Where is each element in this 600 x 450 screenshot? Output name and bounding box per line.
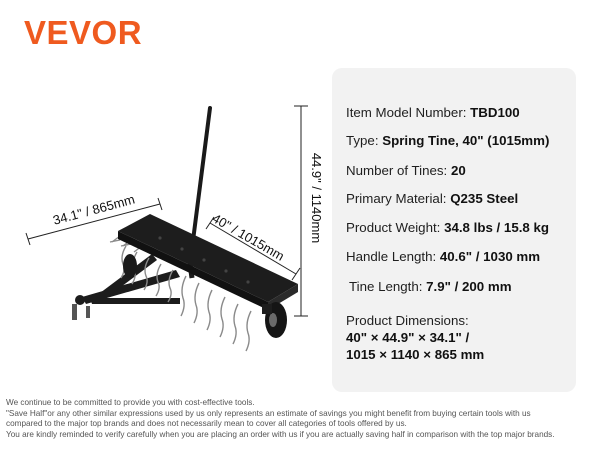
spec-product-weight: Product Weight: 34.8 lbs / 15.8 kg	[346, 221, 549, 234]
spec-type-label: Type:	[346, 133, 383, 148]
spec-handle-label: Handle Length:	[346, 249, 440, 264]
spec-tines-label: Number of Tines:	[346, 163, 451, 178]
spec-model-label: Item Model Number:	[346, 105, 471, 120]
width-dimension-line	[25, 197, 163, 246]
spec-weight-label: Product Weight:	[346, 220, 445, 235]
spec-type-value: Spring Tine, 40" (1015mm)	[382, 133, 550, 148]
spec-material-label: Primary Material:	[346, 191, 451, 206]
spec-number-of-tines: Number of Tines: 20	[346, 164, 466, 177]
disclaimer-line: compared to the major top brands and doe…	[6, 419, 407, 429]
vevor-logo: VEVOR	[24, 14, 143, 51]
spec-dimensions-imperial: 40" × 44.9" × 34.1" /	[346, 330, 470, 345]
length-dimension-line	[205, 216, 301, 281]
lawn-aerator-illustration: 44.9" / 1140mm 34.1" / 865mm 40" / 1015m…	[25, 105, 324, 352]
spec-tine-length-label: Tine Length:	[349, 279, 427, 294]
spec-material-value: Q235 Steel	[450, 191, 519, 206]
spec-type: Type: Spring Tine, 40" (1015mm)	[346, 134, 549, 147]
height-dimension-label: 44.9" / 1140mm	[309, 153, 324, 243]
width-dimension-label: 34.1" / 865mm	[51, 192, 136, 228]
spec-model-number: Item Model Number: TBD100	[346, 106, 520, 119]
disclaimer-line: "Save Half"or any other similar expressi…	[6, 408, 531, 418]
aerator-wheel-front	[262, 302, 287, 338]
disclaimer-line: You are kindly reminded to verify carefu…	[6, 429, 555, 439]
height-dimension-line	[294, 105, 308, 317]
disclaimer-text: We continue to be committed to provide y…	[6, 398, 598, 440]
spec-handle-value: 40.6" / 1030 mm	[439, 249, 541, 264]
tow-hitch-arm	[72, 254, 180, 320]
spec-dimensions-metric: 1015 × 1140 × 865 mm	[346, 347, 485, 362]
aerator-wheel-rear	[123, 254, 137, 278]
spec-product-dimensions: Product Dimensions: 40" × 44.9" × 34.1" …	[346, 312, 484, 363]
spring-tines	[109, 235, 252, 352]
spec-dimensions-label: Product Dimensions:	[346, 313, 469, 328]
spec-primary-material: Primary Material: Q235 Steel	[346, 192, 518, 205]
spec-handle-length: Handle Length: 40.6" / 1030 mm	[346, 250, 540, 263]
specifications-panel: Item Model Number: TBD100 Type: Spring T…	[332, 68, 576, 392]
spec-tine-length-value: 7.9" / 200 mm	[426, 279, 512, 294]
spec-model-value: TBD100	[470, 105, 520, 120]
spec-weight-value: 34.8 lbs / 15.8 kg	[444, 220, 550, 235]
spec-tines-value: 20	[450, 163, 466, 178]
disclaimer-line: We continue to be committed to provide y…	[6, 398, 255, 407]
spec-tine-length: Tine Length: 7.9" / 200 mm	[349, 280, 512, 293]
